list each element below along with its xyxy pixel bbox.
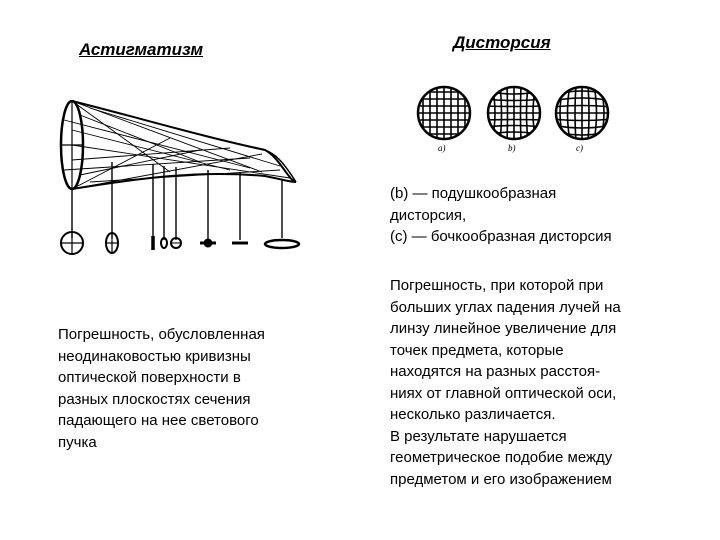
distortion-description: Погрешность, при которой при больших угл… bbox=[390, 277, 621, 488]
distortion-caption: (b) — подушкообразная дисторсия, (с) — б… bbox=[390, 185, 612, 245]
astigmatism-diagram bbox=[59, 100, 301, 255]
grid-label-a: a) bbox=[438, 143, 446, 153]
grid-label-c: c) bbox=[576, 143, 583, 153]
astigmatism-heading: Астигматизм bbox=[79, 40, 204, 59]
astigmatism-description: Погрешность, обусловленная неодинаковост… bbox=[58, 326, 265, 451]
distortion-heading: Дисторсия bbox=[453, 33, 551, 52]
grid-label-b: b) bbox=[508, 143, 516, 153]
distortion-grids-diagram: a) b) c) bbox=[416, 85, 610, 153]
